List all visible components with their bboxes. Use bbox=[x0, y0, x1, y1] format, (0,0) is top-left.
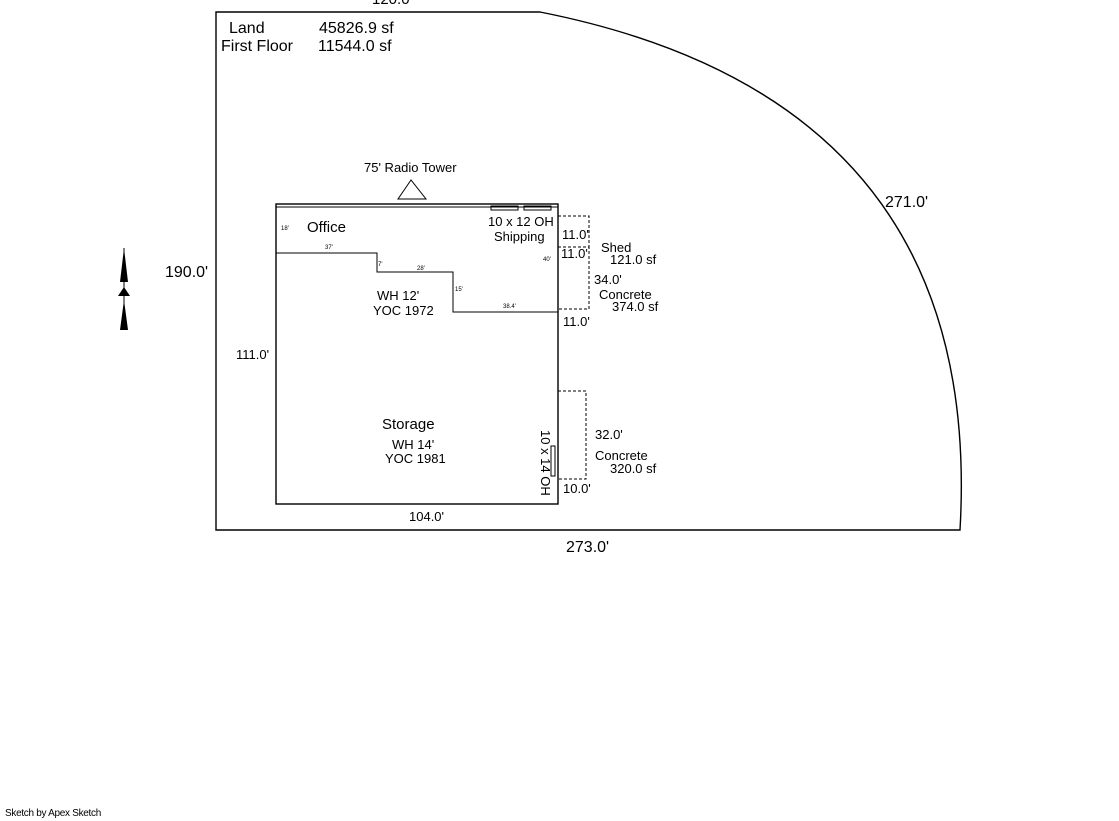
building-left-dim: 111.0' bbox=[236, 347, 269, 362]
shed-area: 121.0 sf bbox=[610, 252, 657, 267]
lot-boundary bbox=[215, 11, 962, 531]
shed-dim-side: 11.0' bbox=[561, 246, 588, 261]
oh-door-marker-14 bbox=[550, 445, 556, 477]
yoc1981-label: YOC 1981 bbox=[385, 451, 446, 466]
triangle-tower-icon bbox=[397, 179, 428, 200]
dim-37: 37' bbox=[325, 245, 333, 251]
north-arrow-icon bbox=[118, 248, 130, 330]
shipping-door-label: 10 x 12 OH bbox=[488, 214, 554, 229]
lot-arc-dim: 271.0' bbox=[885, 194, 928, 211]
concrete-2-outline bbox=[557, 390, 587, 480]
wh12-label: WH 12' bbox=[377, 288, 419, 303]
dim-38-4: 38.4' bbox=[503, 304, 516, 310]
lot-left-dim: 190.0' bbox=[165, 264, 208, 281]
office-label: Office bbox=[307, 219, 346, 236]
concrete-2-dim-bottom: 10.0' bbox=[563, 481, 591, 496]
concrete-2-area: 320.0 sf bbox=[610, 461, 657, 476]
land-value: 45826.9 sf bbox=[319, 20, 394, 37]
shipping-label: Shipping bbox=[494, 229, 545, 244]
building-bottom-dim: 104.0' bbox=[409, 509, 444, 524]
radio-tower-label: 75' Radio Tower bbox=[364, 160, 457, 175]
shed-dim-top: 11.0' bbox=[562, 227, 589, 242]
lot-top-dim: 120.0' bbox=[372, 0, 413, 8]
concrete-1-dim-side: 34.0' bbox=[594, 272, 622, 287]
office-partition bbox=[276, 252, 558, 313]
concrete-1-label: Concrete bbox=[599, 287, 652, 302]
concrete-1-outline bbox=[557, 246, 590, 310]
land-label: Land bbox=[229, 20, 265, 37]
yoc1972-label: YOC 1972 bbox=[373, 303, 434, 318]
concrete-1-area: 374.0 sf bbox=[612, 299, 659, 314]
concrete-2-label: Concrete bbox=[595, 448, 648, 463]
shed-label: Shed bbox=[601, 240, 631, 255]
lot-bottom-dim: 273.0' bbox=[566, 539, 609, 556]
storage-label: Storage bbox=[382, 416, 435, 433]
building-outline bbox=[275, 203, 559, 505]
credit-text: Sketch by Apex Sketch bbox=[5, 808, 101, 819]
oh-door-marker bbox=[523, 205, 552, 211]
concrete-1-dim-bottom: 11.0' bbox=[563, 314, 590, 329]
dim-28: 28' bbox=[417, 266, 425, 272]
dim-18: 18' bbox=[281, 226, 289, 232]
door-14-label: 10 x 14 OH bbox=[538, 430, 553, 496]
dim-40: 40' bbox=[543, 257, 551, 263]
dim-15: 15' bbox=[455, 287, 463, 293]
concrete-2-dim-side: 32.0' bbox=[595, 427, 623, 442]
wh14-label: WH 14' bbox=[392, 437, 434, 452]
first-floor-label: First Floor bbox=[221, 38, 294, 55]
dim-7: 7' bbox=[378, 262, 382, 268]
first-floor-value: 11544.0 sf bbox=[318, 38, 392, 55]
oh-door-marker bbox=[490, 205, 519, 211]
